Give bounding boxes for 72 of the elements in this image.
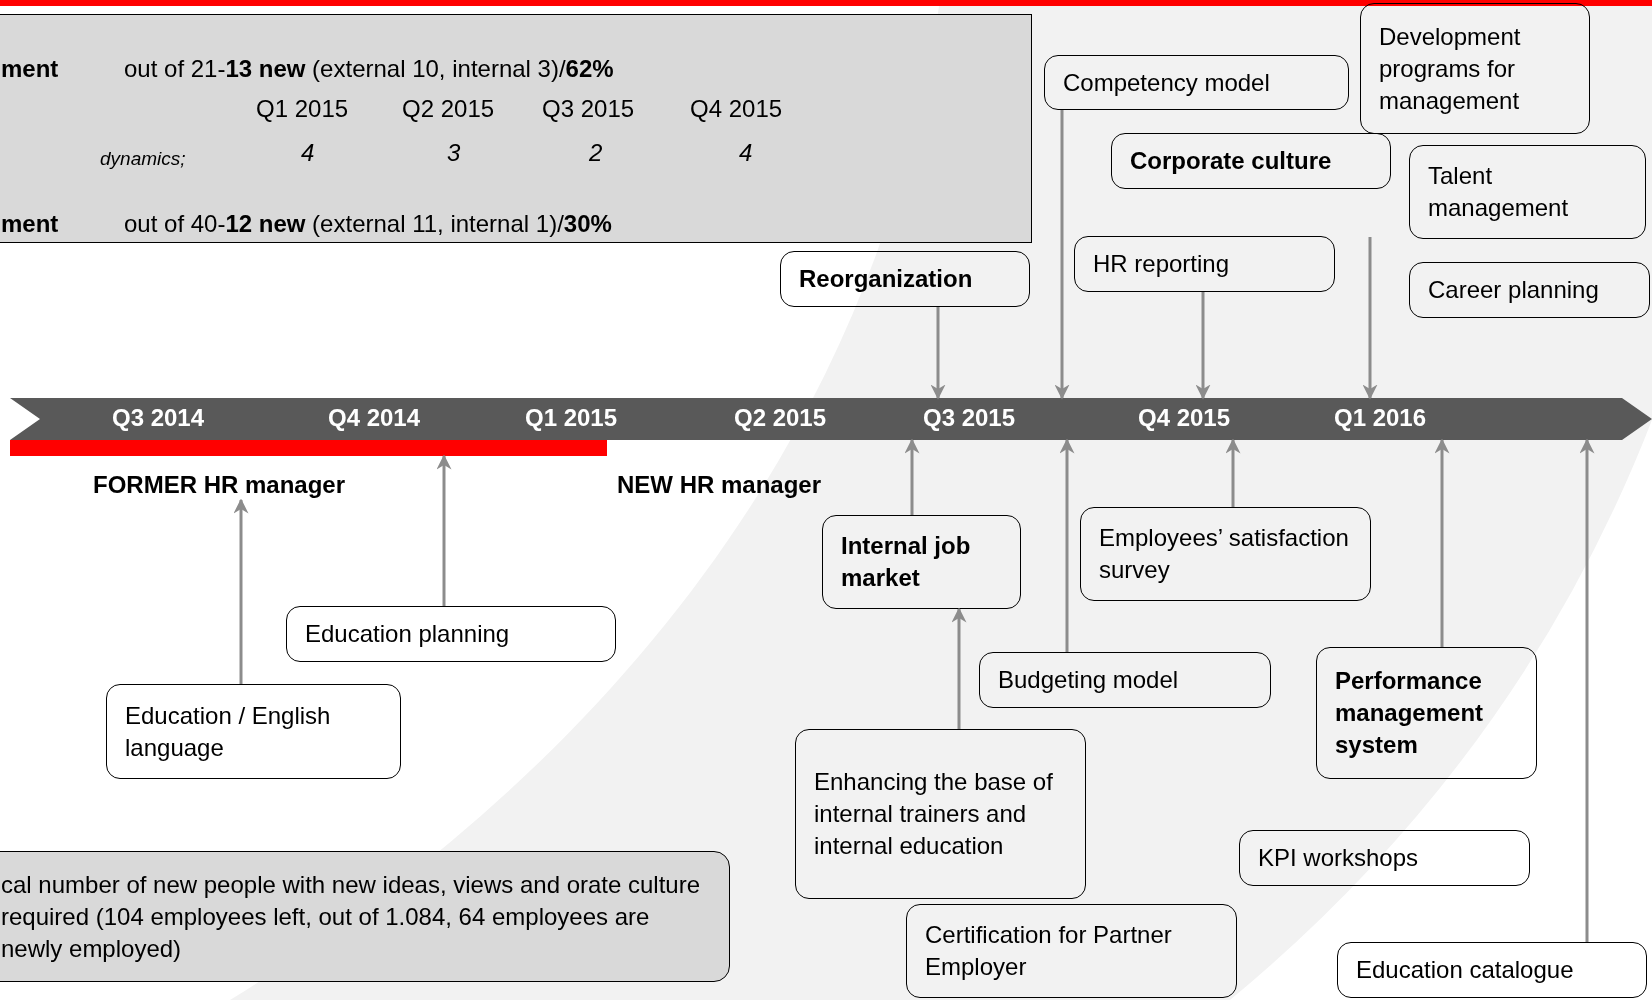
process-box <box>1239 830 1530 886</box>
arrow <box>1579 438 1595 942</box>
arrow <box>904 438 920 515</box>
process-box <box>106 684 401 779</box>
stats-text: Q1 2015 <box>256 97 349 121</box>
stats-text: Q4 2015 <box>690 97 783 121</box>
arrow <box>1059 438 1075 652</box>
box-text: Corporate culture <box>1130 146 1333 176</box>
box-text: Competency model <box>1063 67 1271 98</box>
process-box <box>1316 647 1537 779</box>
count-value: 2 <box>589 141 603 165</box>
count-value: 4 <box>739 141 753 165</box>
box-text: Career planning <box>1428 275 1600 305</box>
process-box <box>822 515 1021 609</box>
arrow <box>1434 438 1450 647</box>
box-text: Internal job market <box>841 531 972 593</box>
process-box <box>1044 55 1349 110</box>
quarter-label: Q4 2015 <box>1137 406 1231 430</box>
arrow <box>1225 438 1241 507</box>
stats-text: Q2 2015 <box>402 97 495 121</box>
process-box <box>780 251 1030 307</box>
box-text: Enhancing the base of internal trainers and internal education <box>814 767 1054 861</box>
box-text: Reorganization <box>799 264 974 294</box>
box-text: Education / English language <box>125 700 332 763</box>
box-text: Employees’ satisfaction survey <box>1099 523 1350 585</box>
stats-panel <box>0 14 1032 243</box>
process-box <box>1337 942 1647 998</box>
period-label: NEW HR manager <box>617 473 822 497</box>
process-box <box>906 904 1237 998</box>
arrow <box>233 498 249 684</box>
process-box <box>1074 236 1335 292</box>
process-box <box>795 729 1086 899</box>
quarter-label: Q1 2015 <box>524 406 618 430</box>
quarter-label: Q3 2014 <box>111 406 205 430</box>
arrow <box>1195 292 1211 400</box>
arrow <box>1362 237 1378 400</box>
stats-text: ment <box>1 212 59 236</box>
stats-text: Q3 2015 <box>542 97 635 121</box>
row-label: dynamics; <box>100 149 186 168</box>
count-value: 4 <box>301 141 315 165</box>
box-text: Development programs for management <box>1379 21 1522 116</box>
box-text: Budgeting model <box>998 665 1180 695</box>
quarter-label: Q2 2015 <box>733 406 827 430</box>
note-panel <box>0 851 730 982</box>
quarter-label: Q1 2016 <box>1333 406 1427 430</box>
process-box <box>1111 133 1391 189</box>
period-label: FORMER HR manager <box>93 473 346 497</box>
process-box <box>979 652 1271 708</box>
arrow <box>1054 110 1070 400</box>
box-text: Education catalogue <box>1356 955 1575 985</box>
note-text: cal number of new people with new ideas, views and orate culture required (104 employees left, out of 1.084, 64 employees are newly employed) <box>1 869 702 964</box>
count-value: 3 <box>447 141 461 165</box>
box-text: Performance management system <box>1335 666 1485 760</box>
period-bar <box>10 440 607 456</box>
box-text: Talent management <box>1428 161 1570 223</box>
arrow <box>951 607 967 729</box>
box-text: Education planning <box>305 619 511 649</box>
box-text: Certification for Partner Employer <box>925 920 1173 982</box>
arrow <box>436 454 452 606</box>
process-box <box>1080 507 1371 601</box>
process-box <box>1409 262 1650 318</box>
stats-text: ment <box>1 57 59 81</box>
box-text: KPI workshops <box>1258 843 1420 873</box>
quarter-label: Q3 2015 <box>922 406 1016 430</box>
stats-text: out of 40-12 new (external 11, internal 1)/30% <box>124 212 612 236</box>
process-box <box>1360 3 1590 134</box>
box-text: HR reporting <box>1093 249 1231 279</box>
arrow <box>930 307 946 400</box>
process-box <box>286 606 616 662</box>
quarter-label: Q4 2014 <box>327 406 421 430</box>
process-box <box>1409 145 1646 239</box>
stats-text: out of 21-13 new (external 10, internal 3)/62% <box>124 57 614 81</box>
